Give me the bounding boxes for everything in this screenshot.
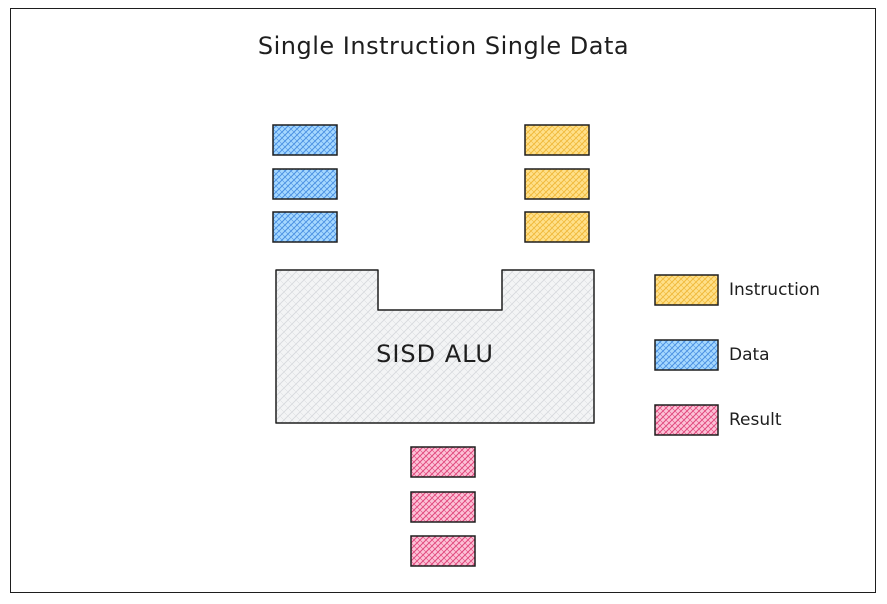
data-block-1 — [272, 124, 338, 156]
instruction-block-1 — [524, 124, 590, 156]
diagram-title: Single Instruction Single Data — [257, 32, 630, 60]
data-block-3 — [272, 211, 338, 243]
alu-label: SISD ALU — [376, 340, 494, 368]
result-block-1 — [410, 446, 476, 478]
diagram-frame — [10, 8, 876, 593]
instruction-block-2 — [524, 168, 590, 200]
legend-data-label: Data — [729, 345, 770, 365]
legend-instruction-label: Instruction — [729, 280, 820, 300]
data-block-2 — [272, 168, 338, 200]
sisd-alu-shape — [275, 269, 595, 424]
legend-result-swatch — [654, 404, 719, 436]
result-block-2 — [410, 491, 476, 523]
result-block-3 — [410, 535, 476, 567]
legend-result-label: Result — [729, 410, 782, 430]
legend-data-swatch — [654, 339, 719, 371]
legend-instruction-swatch — [654, 274, 719, 306]
instruction-block-3 — [524, 211, 590, 243]
